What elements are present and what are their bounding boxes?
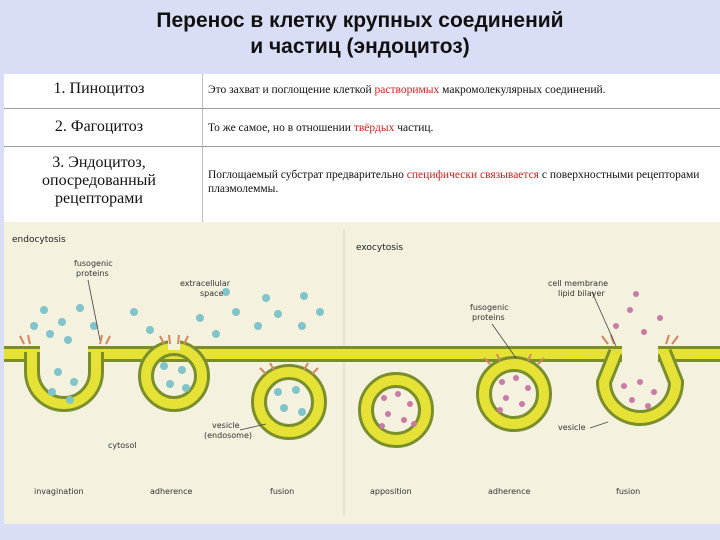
term-line: 3. Эндоцитоз,	[52, 154, 146, 171]
row-divider	[4, 108, 720, 109]
fusogenic-proteins-right-label-2: proteins	[472, 313, 505, 322]
table-column-divider	[202, 74, 203, 222]
pocket-opening	[40, 346, 88, 362]
stage-label-adherence-endo: adherence	[150, 487, 192, 496]
extracellular-particles-teal	[30, 288, 324, 416]
term-line: 2. Фагоцитоз	[54, 118, 144, 135]
endocytosis-label: endocytosis	[12, 235, 66, 245]
term-line: опосредованный	[42, 172, 156, 189]
definition-text: Поглощаемый субстрат предварительно	[208, 169, 407, 181]
definition-text: макромолекулярных соединений.	[439, 84, 606, 96]
extracellular-space-label-1: extracellular	[180, 279, 231, 288]
stage-label-fusion-exo: fusion	[616, 487, 640, 496]
vesicle-endosome-label-1: vesicle	[212, 421, 240, 430]
pore-opening	[622, 346, 658, 362]
definition-cell: Это захват и поглощение клеткой раствори…	[208, 83, 716, 97]
secretory-particles-pink	[379, 291, 663, 429]
definition-cell: Поглощаемый субстрат предварительно спец…	[208, 168, 716, 196]
invagination-pocket	[24, 346, 104, 412]
term-cell: 3. Эндоцитоз, опосредованный рецепторами	[4, 154, 194, 208]
cell-membrane-label-2: lipid bilayer	[558, 289, 605, 298]
vesicle-endosome-label-2: (endosome)	[204, 431, 252, 440]
title-line-2: и частиц (эндоцитоз)	[250, 35, 470, 58]
stage-label-adherence-exo: adherence	[488, 487, 530, 496]
endosome-vesicle	[251, 364, 327, 440]
exocytosis-label: exocytosis	[356, 243, 403, 253]
term-line: 1. Пиноцитоз	[53, 80, 145, 97]
term-cell: 1. Пиноцитоз	[4, 80, 194, 98]
slide-title: Перенос в клетку крупных соединений и ча…	[0, 8, 720, 60]
label-pointers	[87, 279, 617, 431]
definition-highlight: специфически связывается	[406, 169, 539, 181]
cell-membrane-label-1: cell membrane	[548, 279, 608, 288]
definitions-table: 1. Пиноцитоз Это захват и поглощение кле…	[4, 74, 720, 222]
endocytosis-exocytosis-figure: endocytosis exocytosis fusogenic protein…	[4, 222, 720, 524]
definition-cell: То же самое, но в отношении твёрдых част…	[208, 121, 716, 135]
fusogenic-proteins-right-label-1: fusogenic	[470, 303, 509, 312]
title-line-1: Перенос в клетку крупных соединений	[156, 9, 564, 32]
stage-label-apposition: apposition	[370, 487, 412, 496]
row-divider	[4, 146, 720, 147]
extracellular-space-label-2: space	[200, 289, 224, 298]
definition-highlight: растворимых	[374, 84, 440, 96]
figure-svg: endocytosis exocytosis fusogenic protein…	[4, 230, 720, 516]
definition-text: То же самое, но в отношении	[208, 122, 354, 134]
fusogenic-proteins-left-label-1: fusogenic	[74, 259, 113, 268]
apposition-vesicle	[358, 372, 434, 448]
vesicle-exo-label: vesicle	[558, 423, 586, 432]
definition-text: Это захват и поглощение клеткой	[208, 84, 375, 96]
term-cell: 2. Фагоцитоз	[4, 118, 194, 136]
neck-gap	[168, 340, 180, 350]
exocytosis-fusion-pocket	[595, 346, 685, 426]
term-line: рецепторами	[55, 190, 143, 207]
adherence-vesicle-endo	[138, 340, 210, 412]
membrane-fill	[4, 349, 720, 359]
fusogenic-protein-spikes	[19, 334, 679, 375]
definition-text: частиц.	[394, 122, 434, 134]
definition-text: с поверхностными рецепторами плазмолеммы…	[208, 169, 700, 195]
cytosol-label: cytosol	[108, 441, 136, 450]
definition-highlight: твёрдых	[353, 122, 395, 134]
adherence-vesicle-exo	[476, 356, 552, 432]
stage-label-invagination: invagination	[34, 487, 84, 496]
fusogenic-proteins-left-label-2: proteins	[76, 269, 109, 278]
stage-label-fusion-endo: fusion	[270, 487, 294, 496]
